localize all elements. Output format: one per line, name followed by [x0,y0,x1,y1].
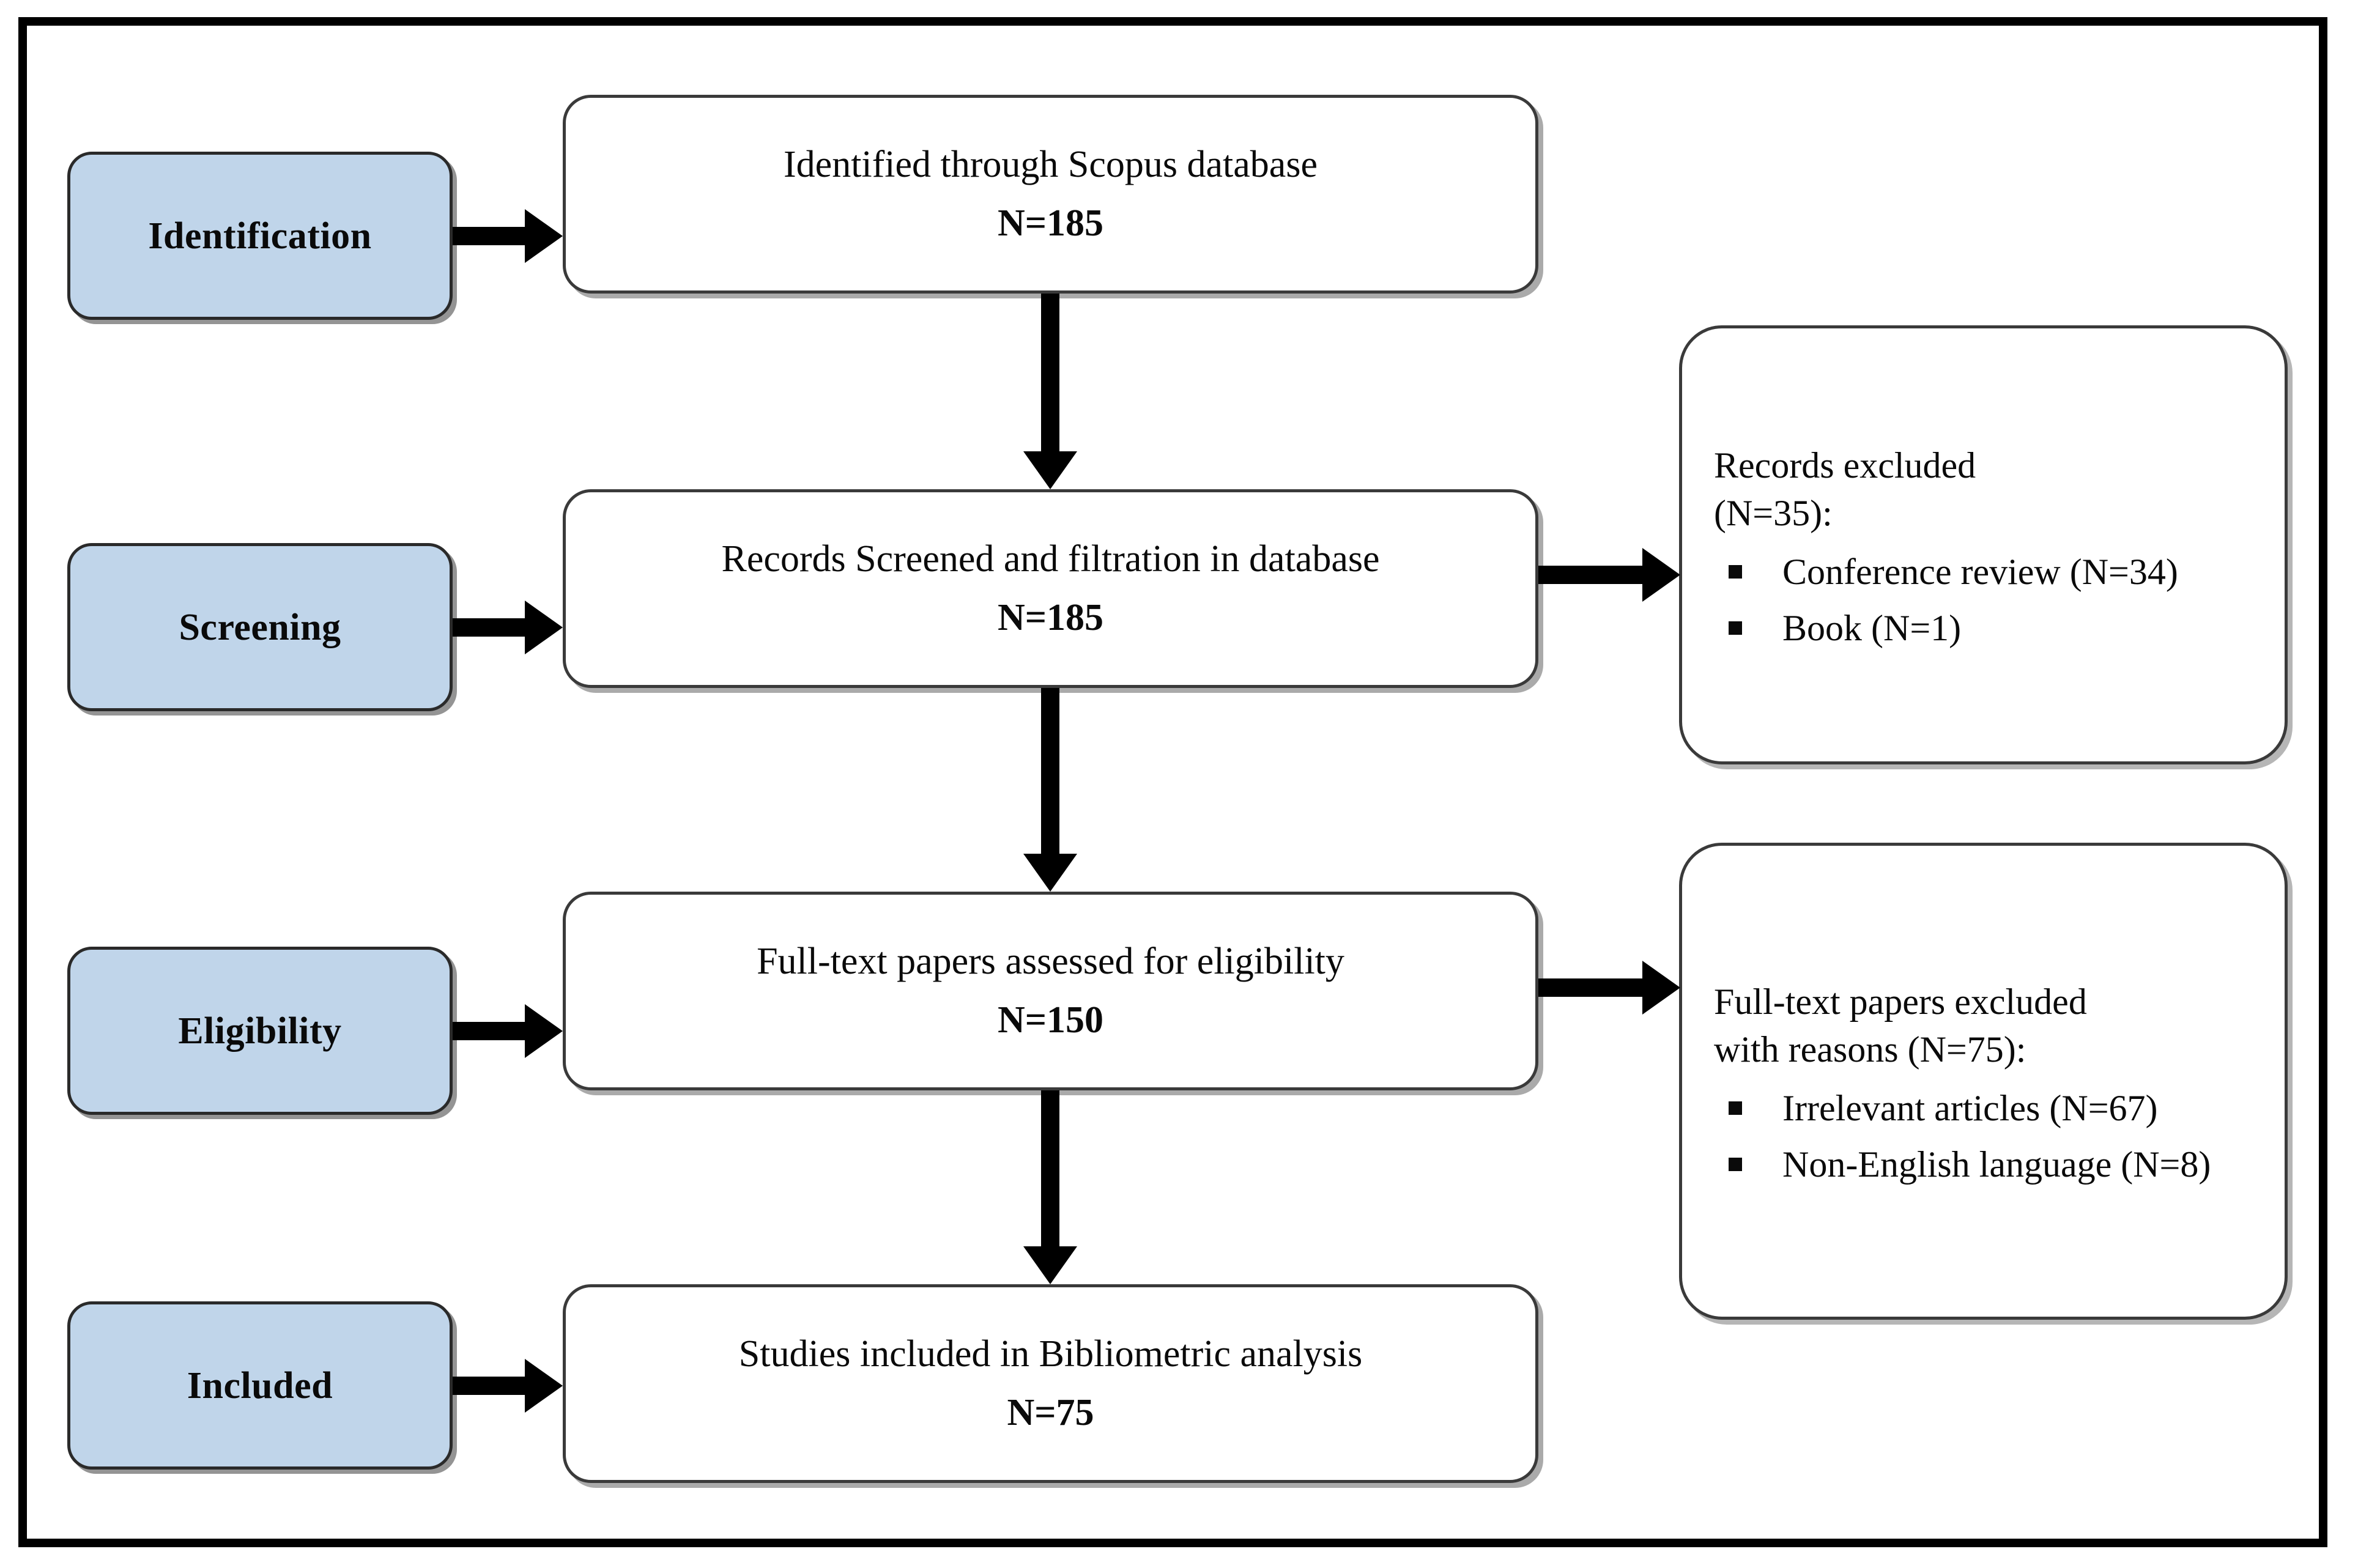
arrow-shaft [453,1022,527,1040]
stage-label-eligibility: Eligibility [67,947,453,1115]
arrow-head-icon [525,209,563,263]
process-box-identified: Identified through Scopus database N=185 [563,95,1538,294]
arrow-identification-to-identified [453,209,563,264]
stage-label-screening: Screening [67,543,453,711]
arrow-assessed-to-included-studies [1023,1090,1078,1284]
arrow-screening-to-screened [453,600,563,655]
arrow-head-icon [525,1004,563,1058]
arrow-head-icon [525,601,563,654]
process-box-text: Identified through Scopus database [784,144,1318,186]
arrow-eligibility-to-assessed [453,1004,563,1059]
arrow-assessed-to-fulltext-excluded [1538,960,1680,1015]
arrow-shaft [453,1377,527,1395]
arrow-shaft [1538,566,1645,584]
process-box-text: Studies included in Bibliometric analysi… [738,1333,1363,1375]
arrow-identified-to-screened [1023,294,1078,489]
arrow-head-icon [1023,1246,1077,1284]
exclusion-box-fulltext-excluded: Full-text papers excluded with reasons (… [1679,843,2288,1320]
stage-label-text: Eligibility [178,1010,342,1052]
bullet-square-icon [1729,565,1742,579]
stage-label-text: Screening [179,606,341,648]
arrow-shaft [1041,1090,1059,1248]
stage-label-identification: Identification [67,152,453,320]
exclusion-reason-item: Book (N=1) [1714,604,2260,652]
process-box-count: N=185 [997,202,1104,244]
process-box-count: N=150 [997,999,1104,1041]
arrow-head-icon [1023,451,1077,489]
process-box-count: N=75 [1007,1391,1094,1433]
bullet-square-icon [1729,621,1742,635]
process-box-eligibility-assessed: Full-text papers assessed for eligibilit… [563,892,1538,1090]
exclusion-reason-list: Irrelevant articles (N=67) Non-English l… [1714,1076,2260,1188]
process-box-included-studies: Studies included in Bibliometric analysi… [563,1284,1538,1483]
exclusion-reason-text: Non-English language (N=8) [1782,1144,2211,1185]
exclusion-reason-item: Conference review (N=34) [1714,548,2260,596]
arrow-shaft [1041,688,1059,855]
exclusion-reason-text: Irrelevant articles (N=67) [1782,1088,2158,1128]
exclusion-heading-line-1: Full-text papers excluded [1714,982,2087,1022]
process-box-screened: Records Screened and filtration in datab… [563,489,1538,688]
exclusion-reason-item: Irrelevant articles (N=67) [1714,1084,2260,1132]
exclusion-reason-item: Non-English language (N=8) [1714,1141,2260,1188]
arrow-shaft [1041,294,1059,453]
arrow-head-icon [1023,854,1077,892]
bullet-square-icon [1729,1101,1742,1115]
exclusion-box-records-excluded: Records excluded (N=35): Conference revi… [1679,325,2288,764]
arrow-screened-to-assessed [1023,688,1078,892]
arrow-head-icon [1642,548,1680,602]
arrow-shaft [453,618,527,637]
arrow-head-icon [1642,961,1680,1015]
exclusion-reason-list: Conference review (N=34) Book (N=1) [1714,539,2260,652]
arrow-included-to-included-studies [453,1358,563,1413]
stage-label-text: Identification [148,215,372,257]
exclusion-reason-text: Conference review (N=34) [1782,552,2178,592]
stage-label-included: Included [67,1301,453,1470]
process-box-text: Records Screened and filtration in datab… [721,538,1380,580]
exclusion-reason-text: Book (N=1) [1782,608,1962,648]
exclusion-heading-line-2: (N=35): [1714,493,1833,533]
process-box-text: Full-text papers assessed for eligibilit… [757,941,1344,983]
arrow-screened-to-records-excluded [1538,547,1680,602]
arrow-shaft [453,227,527,245]
stage-label-text: Included [187,1364,333,1407]
process-box-count: N=185 [997,596,1104,638]
arrow-shaft [1538,978,1645,997]
exclusion-heading-line-1: Records excluded [1714,445,1976,486]
arrow-head-icon [525,1359,563,1413]
bullet-square-icon [1729,1158,1742,1171]
exclusion-heading-line-2: with reasons (N=75): [1714,1029,2026,1070]
